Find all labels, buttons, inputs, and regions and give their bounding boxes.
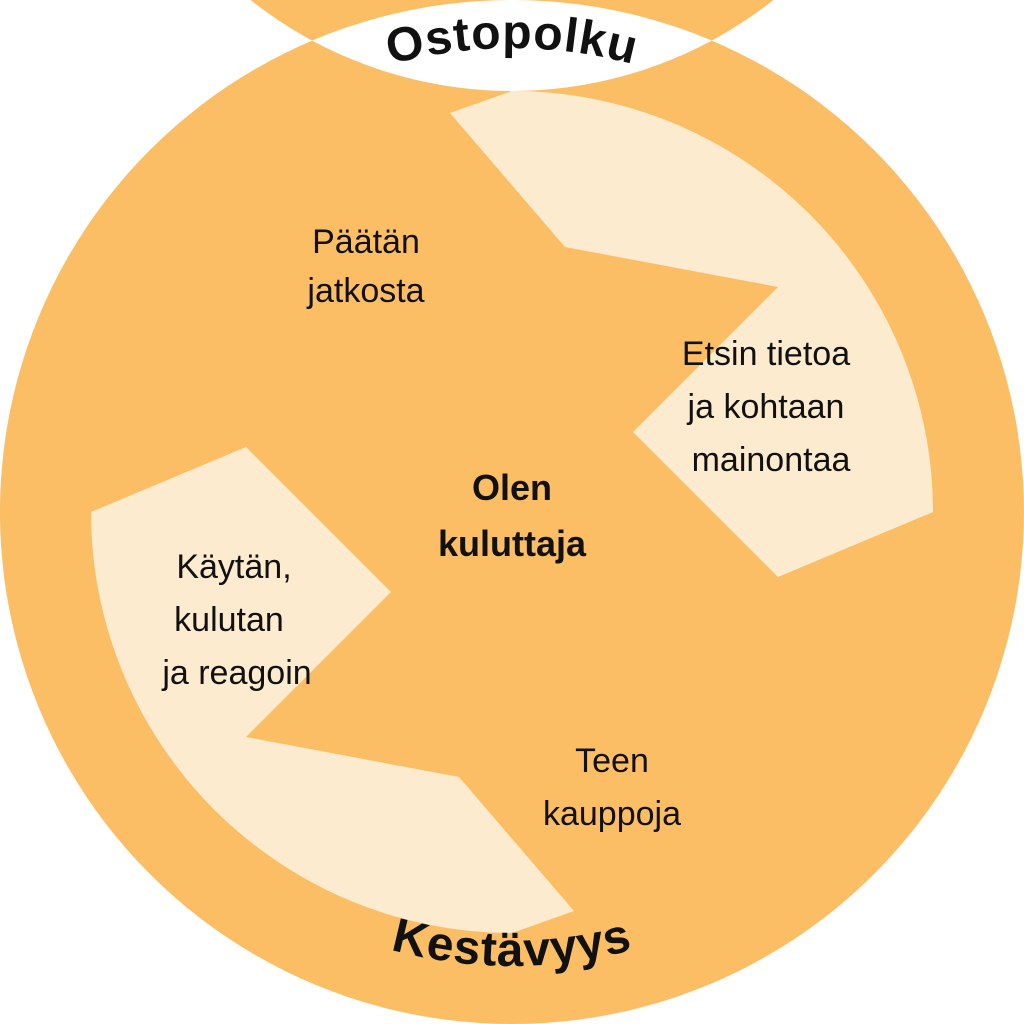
stage-teen-line1: Teen [575, 742, 649, 780]
stage-label-etsin-tietoa: Etsin tietoa ja kohtaan mainontaa [682, 335, 851, 479]
stage-kaytan-line1: Käytän, [176, 548, 291, 586]
stage-paatan-line2: jatkosta [306, 272, 424, 310]
center-label-line2: kuluttaja [438, 523, 587, 564]
stage-etsin-line1: Etsin tietoa [682, 335, 850, 373]
stage-label-paatan-jatkosta: Päätän jatkosta [306, 223, 424, 310]
stage-teen-line2: kauppoja [543, 795, 681, 833]
center-circle [370, 370, 654, 654]
center-label-line1: Olen [472, 467, 552, 508]
stage-label-kaytan-kulutan: Käytän, kulutan ja reagoin [161, 548, 311, 692]
stage-label-teen-kauppoja: Teen kauppoja [543, 742, 681, 833]
stage-paatan-line1: Päätän [312, 223, 420, 261]
segment-etsin-tietoa [450, 91, 933, 577]
segment-kaytan-kulutan [91, 447, 574, 933]
stage-kaytan-line3: ja reagoin [161, 654, 311, 692]
stage-etsin-line2: ja kohtaan [687, 388, 845, 426]
stage-kaytan-line2: kulutan [174, 601, 284, 639]
stage-etsin-line3: mainontaa [692, 441, 851, 479]
